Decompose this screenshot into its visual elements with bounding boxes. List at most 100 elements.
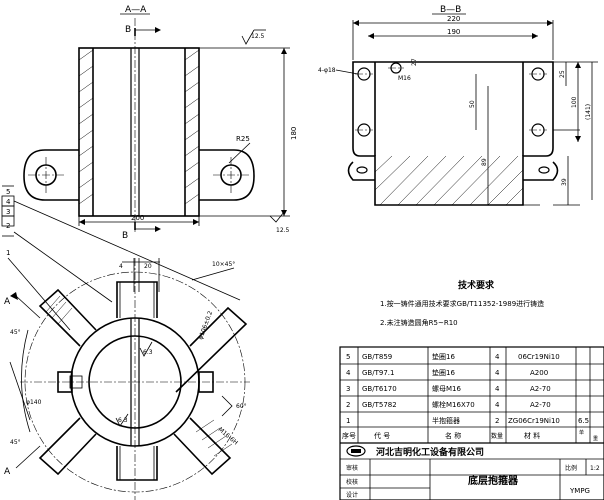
cut-b-bottom: B [122,231,128,241]
svg-text:单: 单 [579,429,584,436]
svg-text:GB/T859: GB/T859 [362,353,392,361]
bom-header: 序号 代 号 名 称 数量 材 料 单 重 [342,429,598,442]
tech-item-2: 2.未注铸造圆角R5~R10 [380,318,458,327]
svg-text:GB/T97.1: GB/T97.1 [362,369,394,377]
svg-text:5: 5 [346,353,350,361]
drawing-code: YMPG [569,487,590,495]
tech-item-1: 1.按一铸件通用技术要求GB/T11352-1989进行铸造 [380,299,544,308]
tech-title: 技术要求 [458,279,495,291]
svg-text:2: 2 [495,417,499,425]
dim-89: 89 [481,158,488,166]
svg-text:垫圈16: 垫圈16 [432,368,455,377]
dim-6-3-top: 6.3 [143,349,153,356]
hatch-left-wall [78,49,94,205]
svg-text:12.5: 12.5 [251,33,265,40]
svg-text:4: 4 [495,385,500,393]
dim-20: 20 [144,263,152,270]
svg-text:2: 2 [346,401,350,409]
dim-50: 50 [469,100,476,108]
svg-text:3: 3 [346,385,350,393]
dim-200: 200 [131,214,144,222]
hatch-bb [374,155,524,206]
balloon-3: 3 [6,208,10,216]
arrow-a-top: A [4,297,11,307]
dim-6-3-bottom: 6.3 [118,417,128,424]
svg-text:06Cr19Ni10: 06Cr19Ni10 [518,353,560,361]
dim-180: 180 [290,127,298,140]
svg-text:A2-70: A2-70 [530,401,551,409]
tech-requirements: 技术要求 1.按一铸件通用技术要求GB/T11352-1989进行铸造 2.未注… [380,279,544,327]
arrow-a-bottom: A [4,467,11,477]
dim-m16-6h: M16-6H [217,426,239,446]
dim-141: (141) [585,104,592,120]
dim-m16: M16 [398,75,411,82]
svg-text:螺栓M16X70: 螺栓M16X70 [432,400,475,409]
bom-row: 1 半抱箍器 2 ZG06Cr19Ni10 6.5 [346,416,589,425]
hatch-right-wall [184,49,200,205]
sign-review: 审核 [346,464,358,472]
section-aa-view: A—A B B [23,5,298,241]
svg-text:数量: 数量 [491,432,503,440]
svg-text:序号: 序号 [342,431,356,440]
svg-text:材 料: 材 料 [524,431,540,440]
bom-table: 5 GB/T859 垫圈16 4 06Cr19Ni10 4 GB/T97.1 垫… [339,346,604,500]
svg-text:螺母M16: 螺母M16 [432,384,461,393]
svg-text:ZG06Cr19Ni10: ZG06Cr19Ni10 [508,417,560,425]
svg-text:1: 1 [346,417,350,425]
scale-label: 比例 [565,464,577,472]
dim-190: 190 [447,28,460,36]
svg-text:名 称: 名 称 [445,431,461,440]
dim-4: 4 [119,263,123,270]
angle-45-bottom: 45° [10,439,21,446]
dim-60: 60° [236,403,247,410]
svg-text:4: 4 [495,369,500,377]
bom-row: 2 GB/T5782 螺栓M16X70 4 A2-70 [346,400,551,409]
svg-text:4: 4 [495,353,500,361]
bom-row: 3 GB/T6170 螺母M16 4 A2-70 [346,384,551,393]
bom-row: 4 GB/T97.1 垫圈16 4 A200 [346,368,548,377]
hatch-ribs [45,295,233,457]
plan-view: 5 4 3 2 1 4 20 10×45° [1,185,250,500]
svg-text:6.5: 6.5 [578,417,589,425]
svg-text:4: 4 [495,401,500,409]
svg-text:12.5: 12.5 [276,227,290,234]
company-name: 河北吉明化工设备有限公司 [376,446,484,458]
angle-45-top: 45° [10,329,21,336]
svg-text:半抱箍器: 半抱箍器 [432,416,460,425]
section-aa-label: A—A [125,5,147,15]
scale-value: 1:2 [590,465,600,472]
balloon-2: 2 [6,222,10,230]
svg-text:A200: A200 [530,369,548,377]
roughness-bottom: 12.5 [269,211,290,234]
dim-phi140: φ140 [26,399,42,406]
svg-text:代 号: 代 号 [374,431,390,440]
section-bb-view: B—B 220 190 [318,5,598,206]
dim-100: 100 [571,96,578,108]
dim-27: 27 [411,58,418,66]
sign-check: 校核 [346,478,358,486]
dim-4-holes: 4-φ18 [318,67,336,74]
dim-25: 25 [559,70,566,78]
balloon-4: 4 [6,198,11,206]
dim-chamfer: 10×45° [212,261,235,268]
balloon-5: 5 [6,188,10,196]
balloon-1: 1 [6,249,10,257]
cut-b-top: B [125,25,131,35]
company-logo [346,445,366,457]
bom-row: 5 GB/T859 垫圈16 4 06Cr19Ni10 [346,352,560,361]
svg-text:垫圈16: 垫圈16 [432,352,455,361]
roughness-top: 12.5 [241,29,266,45]
section-bb-label: B—B [440,5,461,15]
dim-220: 220 [447,15,460,23]
balloon-stack: 5 4 3 2 1 [1,185,241,331]
dim-39: 39 [561,178,568,186]
sign-design: 设计 [346,491,358,499]
svg-text:A2-70: A2-70 [530,385,551,393]
svg-text:GB/T5782: GB/T5782 [362,401,397,409]
svg-text:GB/T6170: GB/T6170 [362,385,397,393]
drawing-title: 底层抱箍器 [468,474,519,487]
svg-text:重: 重 [593,435,598,442]
dim-r25: R25 [236,135,250,143]
svg-text:4: 4 [346,369,351,377]
